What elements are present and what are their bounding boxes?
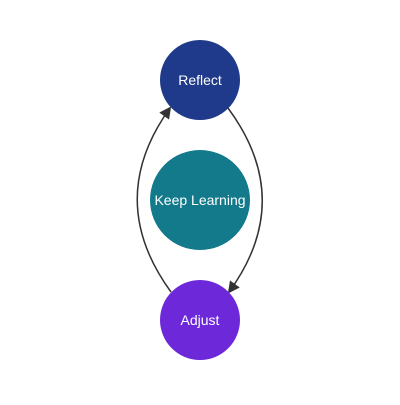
edge-adjust-to-reflect <box>136 106 172 293</box>
node-adjust-label: Adjust <box>181 312 220 328</box>
node-keep-learning-circle <box>150 150 250 250</box>
node-keep-learning: Keep Learning <box>150 150 250 250</box>
node-reflect-circle <box>160 40 240 120</box>
node-reflect: Reflect <box>160 40 240 120</box>
node-reflect-label: Reflect <box>178 72 222 88</box>
node-adjust: Adjust <box>160 280 240 360</box>
node-keep-learning-label: Keep Learning <box>154 192 245 208</box>
edge-reflect-to-adjust <box>227 107 263 294</box>
node-adjust-circle <box>160 280 240 360</box>
